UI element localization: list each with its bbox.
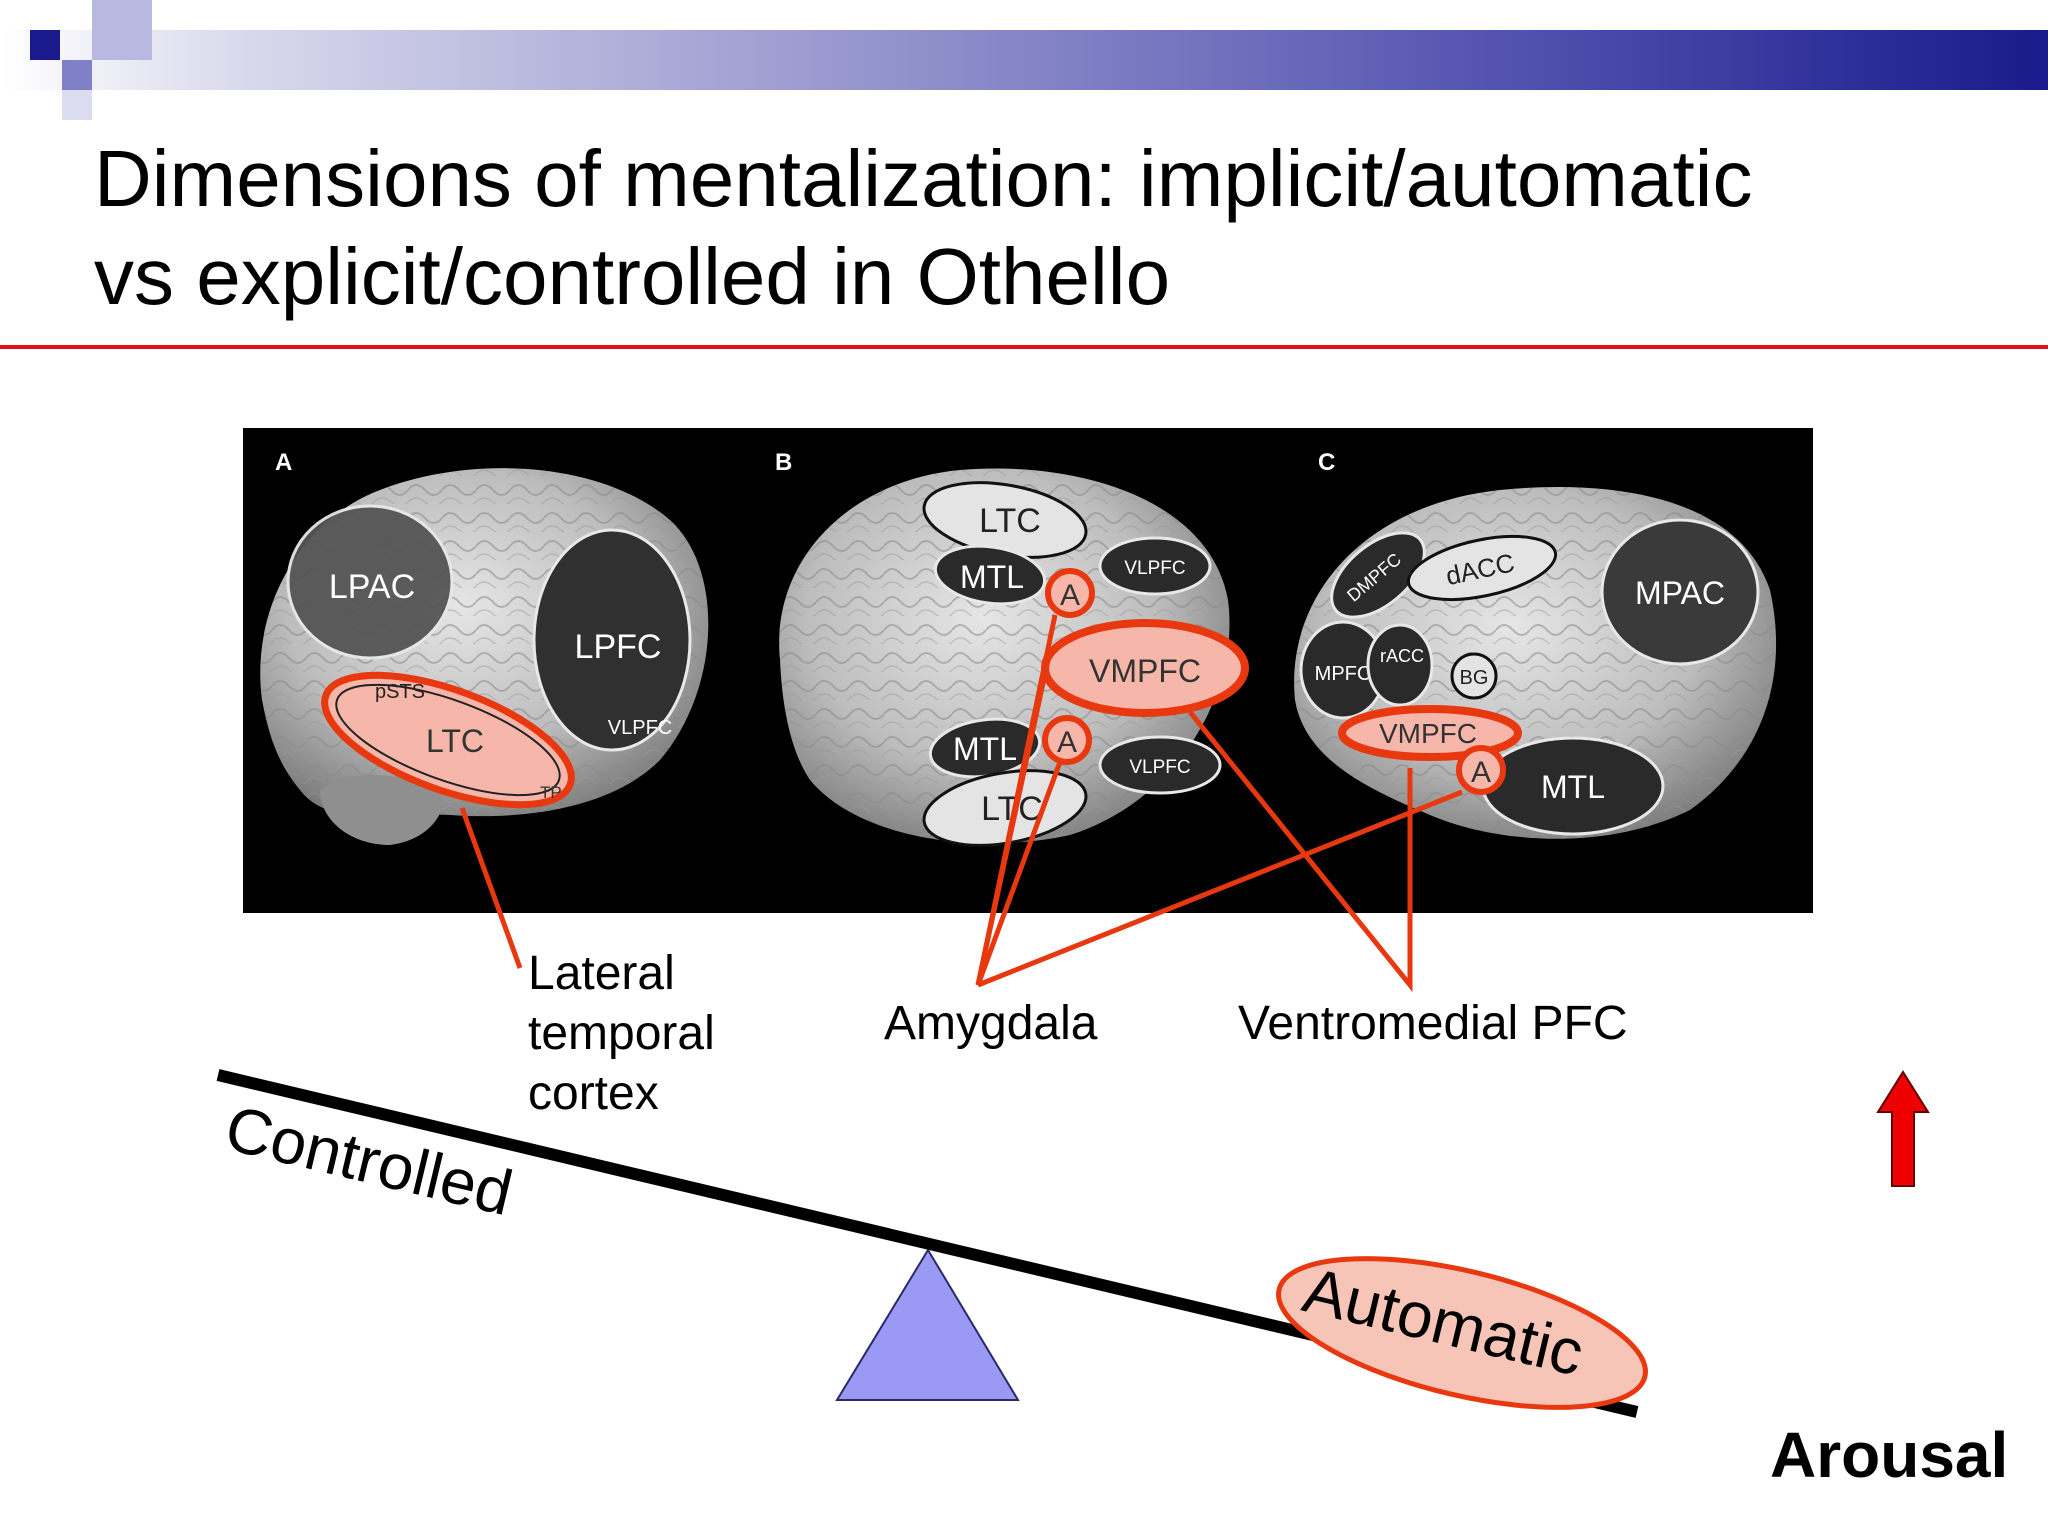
region-c-mpac-label: MPAC (1635, 575, 1725, 611)
brain-a-cerebellum (320, 775, 443, 845)
region-b-vlpfc-bottom-label: VLPFC (1129, 757, 1190, 778)
region-a-tp-label: TP (540, 783, 562, 802)
label-lateral-temporal-cortex: Lateral temporal cortex (528, 944, 715, 1124)
region-a-vlpfc-label: VLPFC (608, 717, 672, 739)
title-line-1: Dimensions of mentalization: implicit/au… (94, 134, 1753, 223)
region-c-mpac (1600, 518, 1760, 666)
leader-lateral-temporal (459, 807, 523, 969)
region-c-amygdala (1456, 745, 1506, 795)
panel-b-letter: B (775, 449, 792, 476)
arousal-up-arrow (1876, 1070, 1930, 1187)
region-b-vmpfc-label: VMPFC (1089, 653, 1201, 689)
automatic-highlight (1276, 1256, 1648, 1410)
region-c-bg-label: BG (1460, 667, 1489, 689)
region-b-mtl-bottom-label: MTL (953, 731, 1017, 767)
label-lateral-line3: cortex (528, 1067, 659, 1120)
leader-vmpfc (1188, 710, 1413, 993)
header-square-mid (62, 60, 92, 90)
region-a-lpac (286, 504, 454, 660)
header-square-light (92, 0, 152, 60)
label-ventromedial-pfc: Ventromedial PFC (1238, 997, 1628, 1050)
region-a-psts-label: pSTS (375, 681, 425, 703)
region-a-ltc-highlight (321, 671, 575, 809)
region-b-mtl-top (933, 544, 1047, 606)
region-c-dacc (1406, 534, 1558, 602)
region-b-a-top-label: A (1060, 579, 1080, 612)
region-b-vlpfc-bottom (1098, 735, 1222, 795)
panel-a: A LPAC LPFC VLPFC pSTS LTC TP (260, 449, 709, 845)
title-rule (0, 345, 2048, 349)
region-c-racc-label: rACC (1380, 646, 1424, 666)
region-c-a-label: A (1471, 756, 1491, 789)
arousal-label: Arousal (1770, 1419, 2009, 1491)
leader-amygdala-b-vmpfc (975, 659, 1051, 986)
region-b-vlpfc-top-label: VLPFC (1124, 558, 1185, 579)
region-b-ltc-top-label: LTC (979, 502, 1041, 540)
region-b-a-bottom-label: A (1057, 726, 1077, 759)
region-a-lpac-label: LPAC (329, 568, 415, 606)
header-gradient-band (0, 30, 2048, 90)
region-c-vmpfc-highlight (1338, 705, 1522, 761)
region-a-ltc-label: LTC (426, 723, 484, 759)
region-c-mtl-label: MTL (1541, 769, 1605, 805)
region-c-mpfc-label: MPFC (1315, 663, 1372, 685)
leader-amygdala-c (977, 789, 1463, 988)
region-c-bg (1450, 652, 1498, 700)
region-b-amygdala-bottom (1042, 715, 1092, 765)
panel-a-letter: A (275, 449, 292, 476)
title-line-2: vs explicit/controlled in Othello (94, 232, 1171, 321)
region-a-lpfc-label: LPFC (575, 628, 662, 666)
region-b-mtl-top-label: MTL (960, 559, 1024, 595)
label-lateral-line2: temporal (528, 1007, 715, 1060)
region-b-vlpfc-top (1098, 536, 1212, 596)
region-c-dmpfc (1330, 531, 1426, 619)
region-c-racc (1366, 623, 1434, 707)
panel-c-letter: C (1318, 449, 1335, 476)
panel-b: B LTC MTL VLPFC VMPFC A MTL A VLPFC LTC (775, 449, 1249, 847)
panel-c: C DMPFC dACC MPAC MPFC rACC BG VMPFC MTL… (1294, 449, 1777, 839)
region-c-vmpfc-label: VMPFC (1379, 718, 1477, 749)
region-a-lpfc (532, 528, 692, 752)
label-lateral-line1: Lateral (528, 947, 675, 1000)
label-amygdala: Amygdala (884, 997, 1098, 1050)
slide-title: Dimensions of mentalization: implicit/au… (94, 130, 1994, 326)
header-square-pale (62, 90, 92, 120)
region-b-amygdala-top (1045, 568, 1095, 618)
callout-lines (459, 614, 1463, 993)
header-square-dark (30, 30, 60, 60)
seesaw-fulcrum (835, 1248, 1020, 1401)
